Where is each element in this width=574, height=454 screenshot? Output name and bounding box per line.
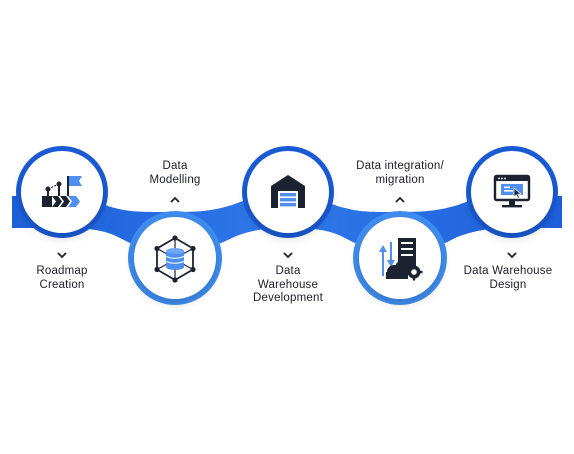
- chevron-down-icon-roadmap: [57, 252, 67, 259]
- label-design-line1: Data Warehouse: [463, 265, 553, 277]
- roadmap-flag-icon: [42, 176, 82, 207]
- label-roadmap: Roadmap Creation: [0, 265, 127, 292]
- label-integration: Data integration/ migration: [335, 160, 465, 187]
- circle-roadmap: [21, 151, 103, 233]
- label-development-line2: Warehouse: [257, 278, 319, 291]
- database-network-icon: [154, 235, 196, 283]
- chevron-up-icon-modelling: [170, 196, 180, 203]
- label-development-line1: Data: [275, 265, 301, 277]
- label-modelling-line1: Data: [162, 160, 188, 172]
- label-development: Data Warehouse Development: [223, 265, 353, 306]
- label-integration-line2: migration: [375, 173, 425, 186]
- label-modelling: Data Modelling: [110, 160, 240, 187]
- label-development-line3: Development: [253, 292, 323, 304]
- label-design: Data Warehouse Design: [443, 265, 573, 292]
- warehouse-icon: [271, 175, 305, 208]
- cloud-server-sync-icon: [379, 238, 423, 281]
- chevron-down-icon-design: [507, 252, 517, 259]
- label-roadmap-line1: Roadmap: [36, 265, 88, 277]
- label-roadmap-line2: Creation: [39, 278, 85, 291]
- chevron-up-icon-integration: [395, 196, 405, 203]
- label-modelling-line2: Modelling: [149, 173, 201, 186]
- chevron-down-icon-development: [283, 252, 293, 259]
- label-design-line2: Design: [489, 278, 527, 291]
- label-integration-line1: Data integration/: [356, 160, 444, 172]
- monitor-design-icon: [493, 174, 531, 208]
